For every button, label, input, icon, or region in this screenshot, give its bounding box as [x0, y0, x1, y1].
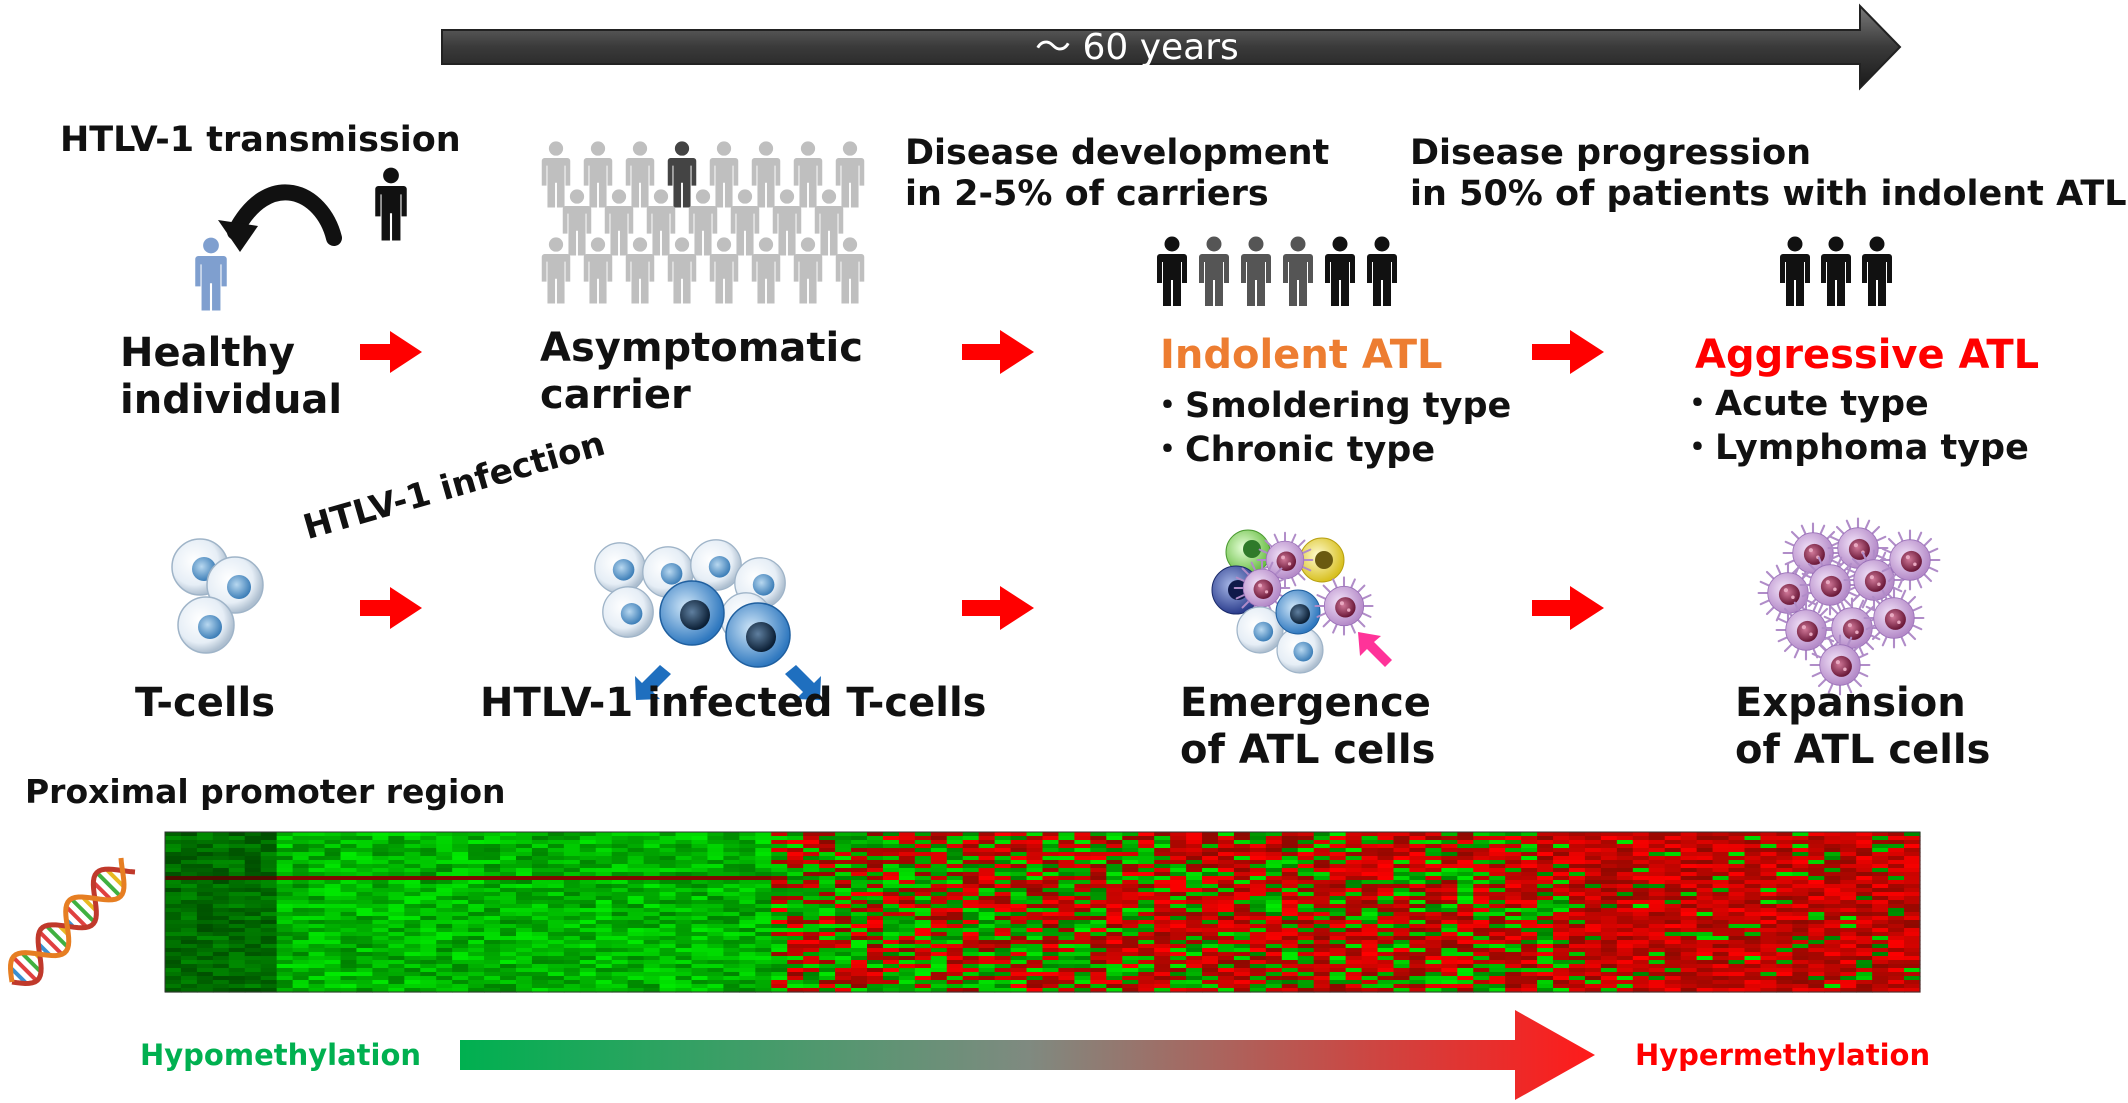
person-icon	[562, 189, 592, 256]
expansion-label: Expansion of ATL cells	[1735, 680, 1990, 774]
indolent-type-smoldering: ・Smoldering type	[1150, 386, 1512, 426]
person-icon	[751, 237, 781, 304]
indolent-persons-icon	[1157, 236, 1397, 306]
aggressive-types: ・Acute type ・Lymphoma type	[1680, 383, 2029, 471]
dna-icon	[8, 857, 136, 986]
healthy-label-line1: Healthy	[120, 330, 295, 376]
timeline-label: ～ 60 years	[1035, 27, 1239, 68]
indolent-types: ・Smoldering type ・Chronic type	[1150, 385, 1511, 473]
infected-arrow-icon	[635, 665, 821, 700]
person-icon	[730, 189, 760, 256]
hypomethylation-label: Hypomethylation	[140, 1038, 422, 1072]
methylation-gradient-arrow	[460, 1010, 1595, 1100]
stage-arrow	[962, 330, 1034, 374]
stage-arrow	[1532, 330, 1604, 374]
curved-arrow-icon	[218, 184, 342, 252]
indolent-title: Indolent ATL	[1160, 332, 1443, 378]
infected-tcells-label: HTLV-1 infected T-cells	[480, 680, 987, 726]
timeline-arrow	[441, 3, 1902, 91]
person-icon	[625, 141, 655, 208]
expansion-label-line2: of ATL cells	[1735, 727, 1991, 774]
aggressive-type-lymphoma: ・Lymphoma type	[1680, 427, 2029, 468]
stage-arrows	[360, 330, 1604, 630]
carrier-label-line2: carrier	[540, 372, 691, 419]
person-icon	[793, 141, 823, 208]
hypermethylation-label: Hypermethylation	[1635, 1038, 1931, 1072]
person-icon	[541, 141, 571, 208]
person-icon	[835, 237, 865, 304]
person-icon	[709, 141, 739, 208]
person-icon	[646, 189, 676, 256]
carrier-label: Asymptomatic carrier	[540, 325, 863, 419]
stage-arrow	[360, 331, 422, 373]
tcells-label: T-cells	[135, 680, 276, 726]
infected-t-cells-icon	[594, 539, 821, 700]
progression-label-line2: in 50% of patients with indolent ATL	[1410, 174, 2127, 215]
person-icon	[793, 237, 823, 304]
emergence-label-line2: of ATL cells	[1180, 727, 1436, 774]
indolent-type-chronic: ・Chronic type	[1150, 429, 1436, 470]
development-label-line1: Disease development	[905, 133, 1330, 173]
person-icon	[625, 237, 655, 304]
stage-arrow	[360, 587, 422, 629]
atl-emergence-icon	[1211, 529, 1392, 674]
development-label-line2: in 2-5% of carriers	[905, 174, 1269, 215]
healthy-label: Healthy individual	[120, 330, 342, 424]
person-icon	[583, 237, 613, 304]
t-cell-icon	[171, 538, 264, 654]
aggressive-title: Aggressive ATL	[1695, 332, 2040, 378]
stage-arrow	[962, 586, 1034, 630]
person-icon	[709, 237, 739, 304]
atl-arrow-icon	[1358, 632, 1392, 667]
infected-person-icon	[375, 167, 407, 241]
person-icon	[751, 141, 781, 208]
atl-expansion-icon	[1757, 517, 1941, 696]
person-icon	[583, 141, 613, 208]
person-icon	[835, 141, 865, 208]
progression-label: Disease progression in 50% of patients w…	[1410, 133, 2127, 216]
healthy-label-line2: individual	[120, 377, 343, 424]
carrier-label-line1: Asymptomatic	[540, 325, 863, 371]
emergence-label-line1: Emergence	[1180, 680, 1431, 726]
stage-arrow	[1532, 586, 1604, 630]
person-icon	[604, 189, 634, 256]
methylation-heatmap	[164, 831, 1921, 993]
person-icon	[667, 141, 697, 208]
healthy-person-icon	[195, 237, 227, 311]
heatmap-title: Proximal promoter region	[25, 772, 506, 811]
person-icon	[667, 237, 697, 304]
aggressive-persons-icon	[1780, 236, 1892, 306]
carrier-crowd-icon	[541, 141, 865, 304]
expansion-label-line1: Expansion	[1735, 680, 1966, 726]
person-icon	[814, 189, 844, 256]
person-icon	[772, 189, 802, 256]
emergence-label: Emergence of ATL cells	[1180, 680, 1435, 774]
transmission-label: HTLV-1 transmission	[60, 120, 461, 160]
person-icon	[688, 189, 718, 256]
development-label: Disease development in 2-5% of carriers	[905, 133, 1329, 216]
person-icon	[541, 237, 571, 304]
progression-label-line1: Disease progression	[1410, 133, 1812, 173]
aggressive-type-acute: ・Acute type	[1680, 384, 1929, 424]
